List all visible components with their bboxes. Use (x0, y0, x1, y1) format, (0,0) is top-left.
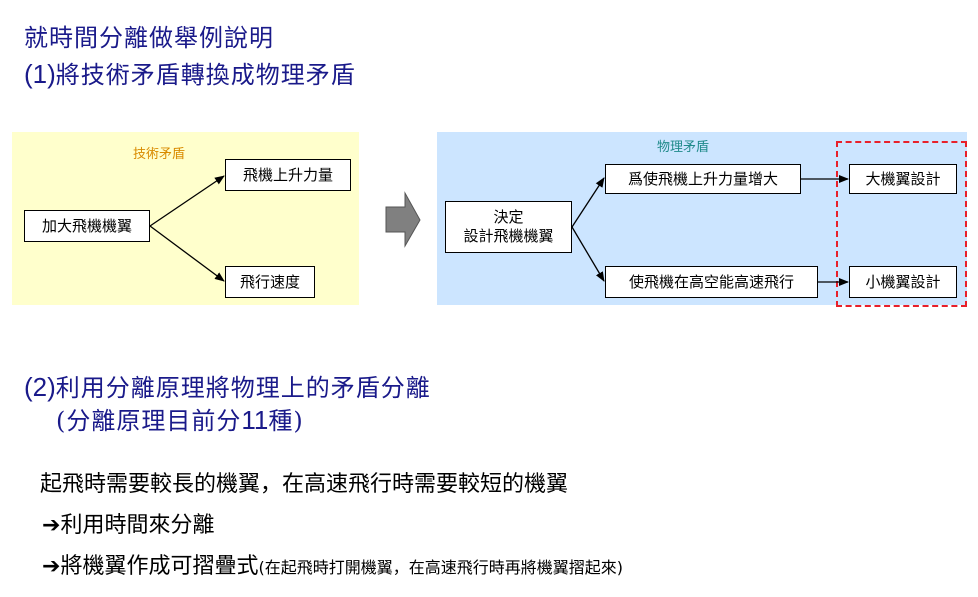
connector-to-increase-lift (571, 177, 605, 228)
heading-step-1: (1)將技術矛盾轉換成物理矛盾 (24, 55, 356, 90)
body-folding-wing: ➔將機翼作成可摺疊式(在起飛時打開機翼，在高速飛行時再將機翼摺起來) (42, 548, 623, 580)
heading-step-1-text: 將技術矛盾轉換成物理矛盾 (55, 61, 356, 89)
box-enlarge-wing: 加大飛機機翼 (24, 210, 150, 242)
heading-step-2: (2)利用分離原理將物理上的矛盾分離 (24, 368, 431, 403)
heading-separation-count: (分離原理目前分11種) (56, 401, 304, 436)
connector-to-lift-force (149, 175, 225, 227)
box-lift-force: 飛機上升力量 (225, 159, 351, 191)
box-small-wing-design: 小機翼設計 (849, 266, 957, 298)
heading-separation-count-close: 種) (268, 407, 304, 435)
heading-step-2-text: 利用分離原理將物理上的矛盾分離 (55, 374, 431, 402)
arrow-right-icon: ➔ (42, 513, 61, 538)
arrow-right-icon: ➔ (42, 554, 61, 579)
body-time-separation: ➔利用時間來分離 (42, 507, 214, 539)
box-high-speed-flight: 使飛機在高空能高速飛行 (605, 266, 818, 298)
box-decide-line-2: 設計飛機機翼 (463, 227, 554, 245)
heading-example-text: 就時間分離做舉例說明 (24, 24, 274, 52)
box-large-wing-design: 大機翼設計 (849, 164, 957, 194)
box-flight-speed: 飛行速度 (225, 266, 315, 298)
body-folding-wing-note: (在起飛時打開機翼，在高速飛行時再將機翼摺起來) (258, 558, 623, 577)
highlight-dashed-frame (836, 141, 967, 307)
connector-to-flight-speed (149, 225, 225, 282)
heading-step-1-number: (1) (24, 59, 56, 89)
transition-arrow-icon (385, 191, 421, 248)
box-decide-wing-design: 決定 設計飛機機翼 (445, 201, 572, 253)
connector-to-high-speed (571, 226, 605, 282)
heading-example: 就時間分離做舉例說明 (24, 18, 274, 53)
body-folding-wing-text: 將機翼作成可摺疊式 (60, 554, 259, 579)
physical-contradiction-title: 物理矛盾 (657, 140, 710, 155)
heading-separation-count-open: (分離原理目前分 (56, 407, 242, 435)
body-time-separation-text: 利用時間來分離 (60, 513, 215, 538)
heading-separation-count-number: 11 (241, 405, 269, 435)
box-decide-line-1: 決定 (493, 208, 524, 227)
technical-contradiction-title: 技術矛盾 (133, 147, 186, 162)
box-increase-lift: 爲使飛機上升力量增大 (605, 164, 801, 194)
body-wing-length-requirement: 起飛時需要較長的機翼，在高速飛行時需要較短的機翼 (40, 472, 569, 497)
heading-step-2-number: (2) (24, 372, 56, 402)
